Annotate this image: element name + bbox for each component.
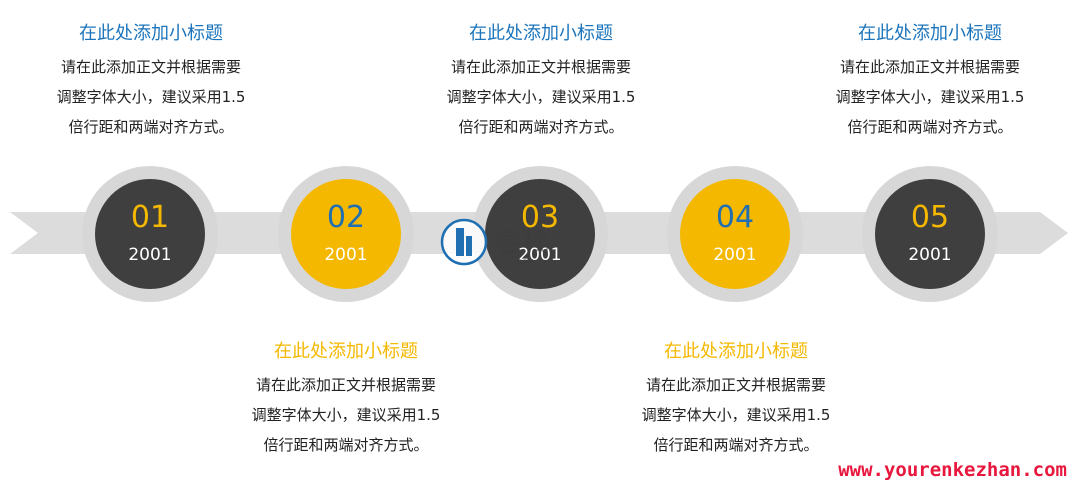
step-circle-3: 03 2001 — [472, 166, 608, 302]
step-year: 2001 — [713, 245, 757, 265]
step-text-4: 在此处添加小标题 请在此添加正文并根据需要 调整字体大小，建议采用1.5 倍行距… — [606, 340, 866, 460]
step-number: 04 — [715, 200, 755, 235]
step-number: 03 — [520, 200, 560, 235]
step-body-line: 倍行距和两端对齐方式。 — [263, 436, 429, 454]
step-year: 2001 — [908, 245, 952, 265]
step-body-line: 调整字体大小，建议采用1.5 — [641, 406, 831, 424]
step-body-line: 调整字体大小，建议采用1.5 — [56, 88, 246, 106]
step-body-line: 倍行距和两端对齐方式。 — [847, 118, 1013, 136]
step-number: 01 — [130, 200, 170, 235]
step-body-line: 倍行距和两端对齐方式。 — [653, 436, 819, 454]
step-year: 2001 — [518, 245, 562, 265]
step-body-line: 倍行距和两端对齐方式。 — [458, 118, 624, 136]
step-text-5: 在此处添加小标题 请在此添加正文并根据需要 调整字体大小，建议采用1.5 倍行距… — [800, 22, 1060, 142]
step-subtitle: 在此处添加小标题 — [469, 23, 613, 44]
watermark-logo-icon — [440, 218, 488, 266]
step-body-line: 调整字体大小，建议采用1.5 — [446, 88, 636, 106]
step-text-3: 在此处添加小标题 请在此添加正文并根据需要 调整字体大小，建议采用1.5 倍行距… — [411, 22, 671, 142]
step-circle-5: 05 2001 — [862, 166, 998, 302]
step-subtitle: 在此处添加小标题 — [858, 23, 1002, 44]
step-subtitle: 在此处添加小标题 — [274, 341, 418, 362]
step-number: 02 — [326, 200, 366, 235]
step-circle-4: 04 2001 — [667, 166, 803, 302]
step-year: 2001 — [324, 245, 368, 265]
step-number: 05 — [910, 200, 950, 235]
site-url: www.yourenkezhan.com — [838, 459, 1067, 481]
step-text-2: 在此处添加小标题 请在此添加正文并根据需要 调整字体大小，建议采用1.5 倍行距… — [216, 340, 476, 460]
step-year: 2001 — [128, 245, 172, 265]
step-text-1: 在此处添加小标题 请在此添加正文并根据需要 调整字体大小，建议采用1.5 倍行距… — [21, 22, 281, 142]
watermark-subtext: .COM — [515, 258, 534, 266]
step-body-line: 请在此添加正文并根据需要 — [450, 58, 631, 76]
step-body-line: 请在此添加正文并根据需要 — [645, 376, 826, 394]
step-body-line: 请在此添加正文并根据需要 — [839, 58, 1020, 76]
step-body-line: 调整字体大小，建议采用1.5 — [251, 406, 441, 424]
step-body-line: 请在此添加正文并根据需要 — [255, 376, 436, 394]
step-circle-2: 02 2001 — [278, 166, 414, 302]
step-body-line: 倍行距和两端对齐方式。 — [68, 118, 234, 136]
step-subtitle: 在此处添加小标题 — [79, 23, 223, 44]
watermark-text: 客栈 — [495, 228, 552, 258]
step-body-line: 调整字体大小，建议采用1.5 — [835, 88, 1025, 106]
step-subtitle: 在此处添加小标题 — [664, 341, 808, 362]
step-circle-1: 01 2001 — [82, 166, 218, 302]
step-body-line: 请在此添加正文并根据需要 — [60, 58, 241, 76]
